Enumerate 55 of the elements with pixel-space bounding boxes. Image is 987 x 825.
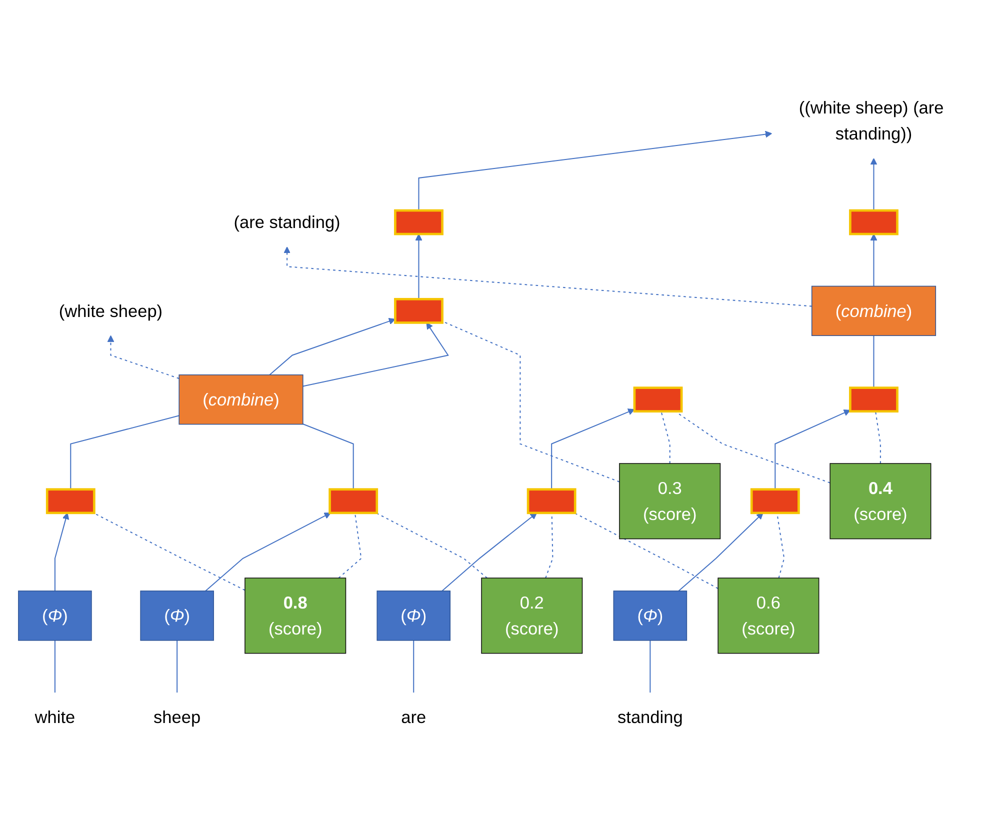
node-bar — [526, 488, 576, 514]
arrow — [205, 512, 331, 592]
arrow — [269, 318, 396, 376]
connector — [302, 424, 354, 490]
connector — [176, 640, 178, 693]
node-text: sheep — [154, 707, 201, 728]
node-box: (Φ) — [376, 590, 451, 641]
node-bar — [394, 298, 444, 324]
node-bar — [849, 386, 898, 412]
node-box: 0.3 (score) — [619, 463, 721, 540]
node-box: 0.6 (score) — [718, 578, 820, 654]
node-bar — [394, 209, 444, 236]
connector — [70, 415, 180, 490]
node-box: 0.4 (score) — [830, 463, 932, 540]
arrow — [54, 512, 70, 591]
node-text: (white sheep) — [58, 301, 163, 321]
connector — [873, 336, 874, 388]
node-text: standing — [618, 707, 683, 728]
connector — [442, 320, 620, 482]
connector — [413, 640, 414, 693]
arrow — [442, 512, 538, 592]
connector — [650, 640, 651, 693]
node-bar — [750, 488, 800, 514]
connector — [93, 512, 246, 591]
connector — [875, 411, 881, 464]
node-bar — [633, 386, 683, 412]
node-box: 0.2 (score) — [481, 578, 583, 654]
arrow — [302, 322, 449, 387]
arrow — [551, 408, 635, 490]
arrow — [870, 158, 878, 210]
arrow — [418, 130, 772, 210]
node-bar — [328, 488, 378, 514]
arrow — [774, 410, 851, 490]
node-text: ((white sheep) (are standing)) — [798, 98, 944, 144]
node-text: (are standing) — [234, 212, 340, 232]
node-box: (combine) — [811, 286, 936, 336]
node-bar — [46, 488, 96, 514]
connector — [574, 512, 718, 590]
node-box: (combine) — [178, 374, 304, 425]
node-bar — [849, 209, 898, 236]
connector — [376, 512, 488, 578]
node-box: (Φ) — [140, 590, 214, 641]
node-text: white — [34, 707, 76, 728]
arrow — [415, 234, 422, 300]
arrow — [870, 234, 878, 286]
connector — [338, 512, 362, 578]
node-box: 0.8 (score) — [244, 578, 346, 654]
arrow — [678, 512, 764, 592]
connector — [660, 411, 670, 464]
node-text: are — [401, 707, 426, 728]
node-box: (Φ) — [613, 590, 688, 641]
connector — [54, 640, 56, 693]
node-box: (Φ) — [18, 590, 92, 641]
arrow — [107, 335, 180, 379]
arrow — [284, 246, 812, 307]
